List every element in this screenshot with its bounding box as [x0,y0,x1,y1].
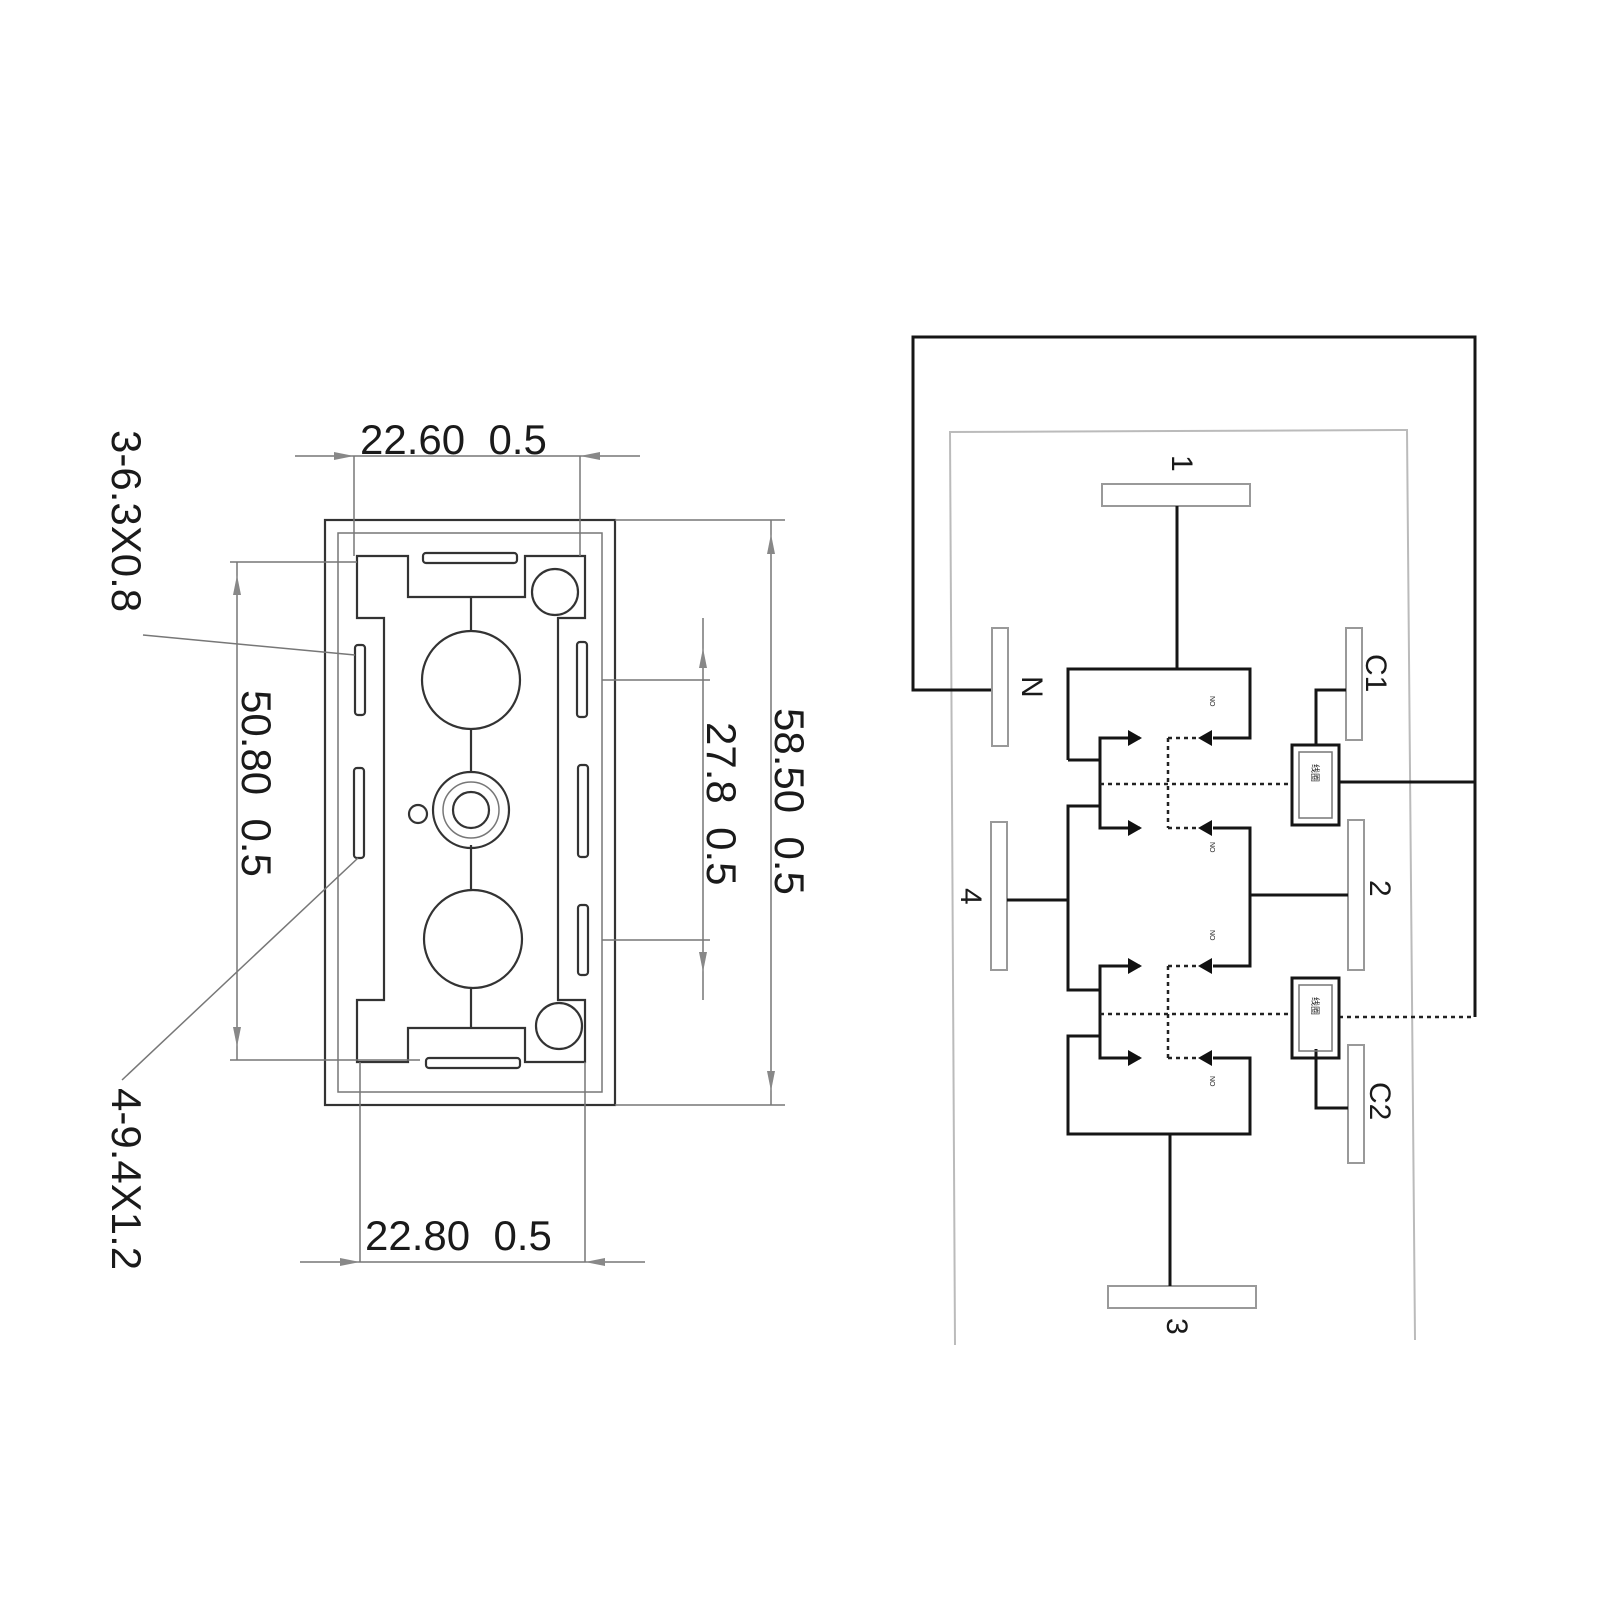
terminal-c2-label: C2 [1363,1082,1396,1120]
corner-boss-top [530,567,580,617]
lower-common-lead-2 [1098,990,1140,1060]
upper-lower-link [1066,804,1100,992]
dim-inner-height-label: 50.80 0.5 [233,690,280,877]
dim-total-height-label: 58.50 0.5 [766,708,813,895]
center-knob-inner [451,790,491,830]
dim-total-height-arrow-top [767,534,775,554]
dim-pin-spacing-label: 27.8 0.5 [698,722,745,885]
lower-arrow-1 [1128,958,1142,974]
terminal-slot-left-lower [352,766,366,860]
dim-total-height-arrow-bottom [767,1071,775,1091]
wiring-diagram: 1 3 N 4 2 C1 C2 [911,335,1477,1346]
dim-pin-spacing-arrow-top [699,648,707,668]
coil-lower-inner [1298,984,1333,1052]
terminal-slot-top [421,551,519,565]
terminal-1-bar [1101,483,1251,507]
wire-n-loop [911,335,1477,784]
callout-small-terminals-label: 3-6.3X0.8 [103,430,150,612]
center-knob-ring [442,781,500,839]
lower-mounting-hole [422,888,524,990]
terminal-slot-right-1 [575,640,589,719]
lower-arrow-2 [1128,1050,1142,1066]
terminal-3-bar [1107,1285,1257,1309]
upper-contact-no-label-1: NO [1208,696,1215,707]
wire-c2 [1314,1049,1348,1110]
contact-block-upper [1066,667,1252,760]
dim-bottom-width-label: 22.80 0.5 [365,1212,552,1259]
terminal-4-bar [990,821,1008,971]
terminal-slot-bottom [424,1056,522,1070]
lower-arrow-3 [1198,958,1212,974]
upper-common-lead [1068,736,1140,762]
terminal-2-bar [1347,819,1365,971]
housing-inner-outline [337,532,603,1093]
dim-bottom-width-arrow-left [340,1258,360,1266]
dim-top-width-arrow-left [334,452,354,460]
coil-lower [1290,976,1341,1060]
terminal-4-label: 4 [954,888,987,905]
callout-large-terminals-label: 4-9.4X1.2 [103,1088,150,1270]
callout-small-terminals-leader [142,634,356,656]
terminal-n-bar [991,627,1009,747]
dim-pin-spacing-arrow-bottom [699,952,707,972]
terminal-slot-left-upper [353,643,367,717]
center-knob-tab [407,803,429,825]
lower-no-feed [1213,895,1252,968]
corner-boss-bottom [534,1001,584,1051]
dim-bottom-width-arrow-right [585,1258,605,1266]
upper-common-lead-2 [1098,760,1140,830]
dim-inner-height-arrow-top [233,575,241,595]
terminal-c1-label: C1 [1359,654,1392,692]
mechanical-drawing: 22.60 0.5 22.80 0.5 50.80 0.5 27.8 0.5 5… [103,416,813,1270]
dim-top-width-arrow-right [580,452,600,460]
lower-contact-no-label-1: NO [1208,930,1215,941]
lower-common-lead [1098,964,1140,990]
terminal-slot-right-3 [576,903,590,977]
diagram-frame [948,428,1416,1346]
terminal-n-label: N [1015,676,1048,698]
callout-large-terminals-leader [121,857,359,1081]
lower-contact-no-label-2: NO [1208,1076,1215,1087]
terminal-c1-bar [1345,627,1363,741]
upper-arrow-1 [1128,730,1142,746]
lower-arrow-4 [1198,1050,1212,1066]
dim-top-width-label: 22.60 0.5 [360,416,547,463]
upper-contact-no-label-2: NO [1208,842,1215,853]
terminal-3-label: 3 [1160,1318,1193,1335]
coil-lower-label: 线圈 [1310,997,1321,1015]
terminal-slot-right-2 [576,763,590,859]
upper-arrow-2 [1128,820,1142,836]
upper-arrow-4 [1198,820,1212,836]
upper-no-return [1213,826,1252,895]
dim-inner-height-arrow-bottom [233,1027,241,1047]
terminal-c2-bar [1347,1044,1365,1164]
coil-upper [1290,743,1341,827]
lower-common-return [1066,1034,1252,1136]
upper-mounting-hole [420,629,522,731]
upper-arrow-3 [1198,730,1212,746]
wire-c1 [1314,688,1346,745]
center-knob-outer [431,770,511,850]
coil-upper-label: 线圈 [1310,764,1321,782]
terminal-2-label: 2 [1363,880,1396,897]
coil-upper-inner [1298,751,1333,819]
housing-outer-outline [323,518,617,1107]
terminal-1-label: 1 [1165,455,1198,472]
